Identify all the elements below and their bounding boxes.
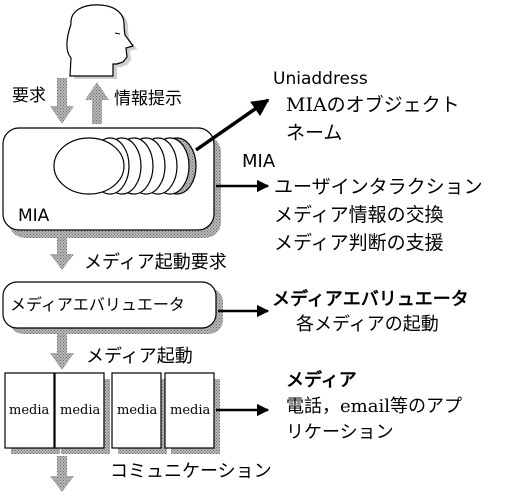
communication-label: コミュニケーション: [110, 461, 272, 482]
media-desc-line1: 電話，email等のアプ: [286, 396, 462, 417]
media-title: メディア: [286, 370, 357, 391]
media-start-request-label: メディア起動要求: [84, 252, 227, 273]
uniaddress-desc-line2: ネーム: [286, 122, 343, 144]
communication-arrow: [50, 456, 74, 492]
media-card-label-4: media: [170, 403, 211, 418]
media-cards: [4, 372, 220, 454]
media-desc-line2: リケーション: [286, 422, 394, 443]
request-arrow: [50, 78, 74, 124]
media-start-request-arrow: [50, 232, 74, 270]
uniaddress-desc-line1: MIAのオブジェクト: [286, 94, 460, 116]
mia-function-2: メディア情報の交換: [274, 204, 444, 226]
user-head-icon: [66, 4, 137, 79]
media-card-label-2: media: [60, 403, 101, 418]
request-label: 要求: [12, 86, 46, 106]
mia-function-1: ユーザインタラクション: [274, 176, 483, 198]
media-start-arrow: [50, 330, 74, 370]
mia-object-stack: [53, 137, 197, 195]
media-card-label-3: media: [117, 403, 158, 418]
uniaddress-title: Uniaddress: [273, 69, 368, 89]
media-card-label-1: media: [9, 403, 50, 418]
media-start-label: メディア起動: [86, 346, 193, 367]
mia-box-label: MIA: [18, 206, 50, 226]
info-presentation-label: 情報提示: [114, 89, 182, 109]
uniaddress-arrow: [195, 98, 270, 152]
evaluator-box: [2, 281, 217, 329]
evaluator-box-label: メディアエバリュエータ: [10, 295, 185, 314]
evaluator-desc: 各メディアの起動: [296, 314, 439, 335]
mia-function-3: メディア判断の支援: [274, 232, 444, 254]
info-presentation-arrow: [85, 82, 109, 124]
mia-side-label: MIA: [242, 151, 276, 172]
evaluator-title: メディアエバリュエータ: [272, 289, 469, 310]
